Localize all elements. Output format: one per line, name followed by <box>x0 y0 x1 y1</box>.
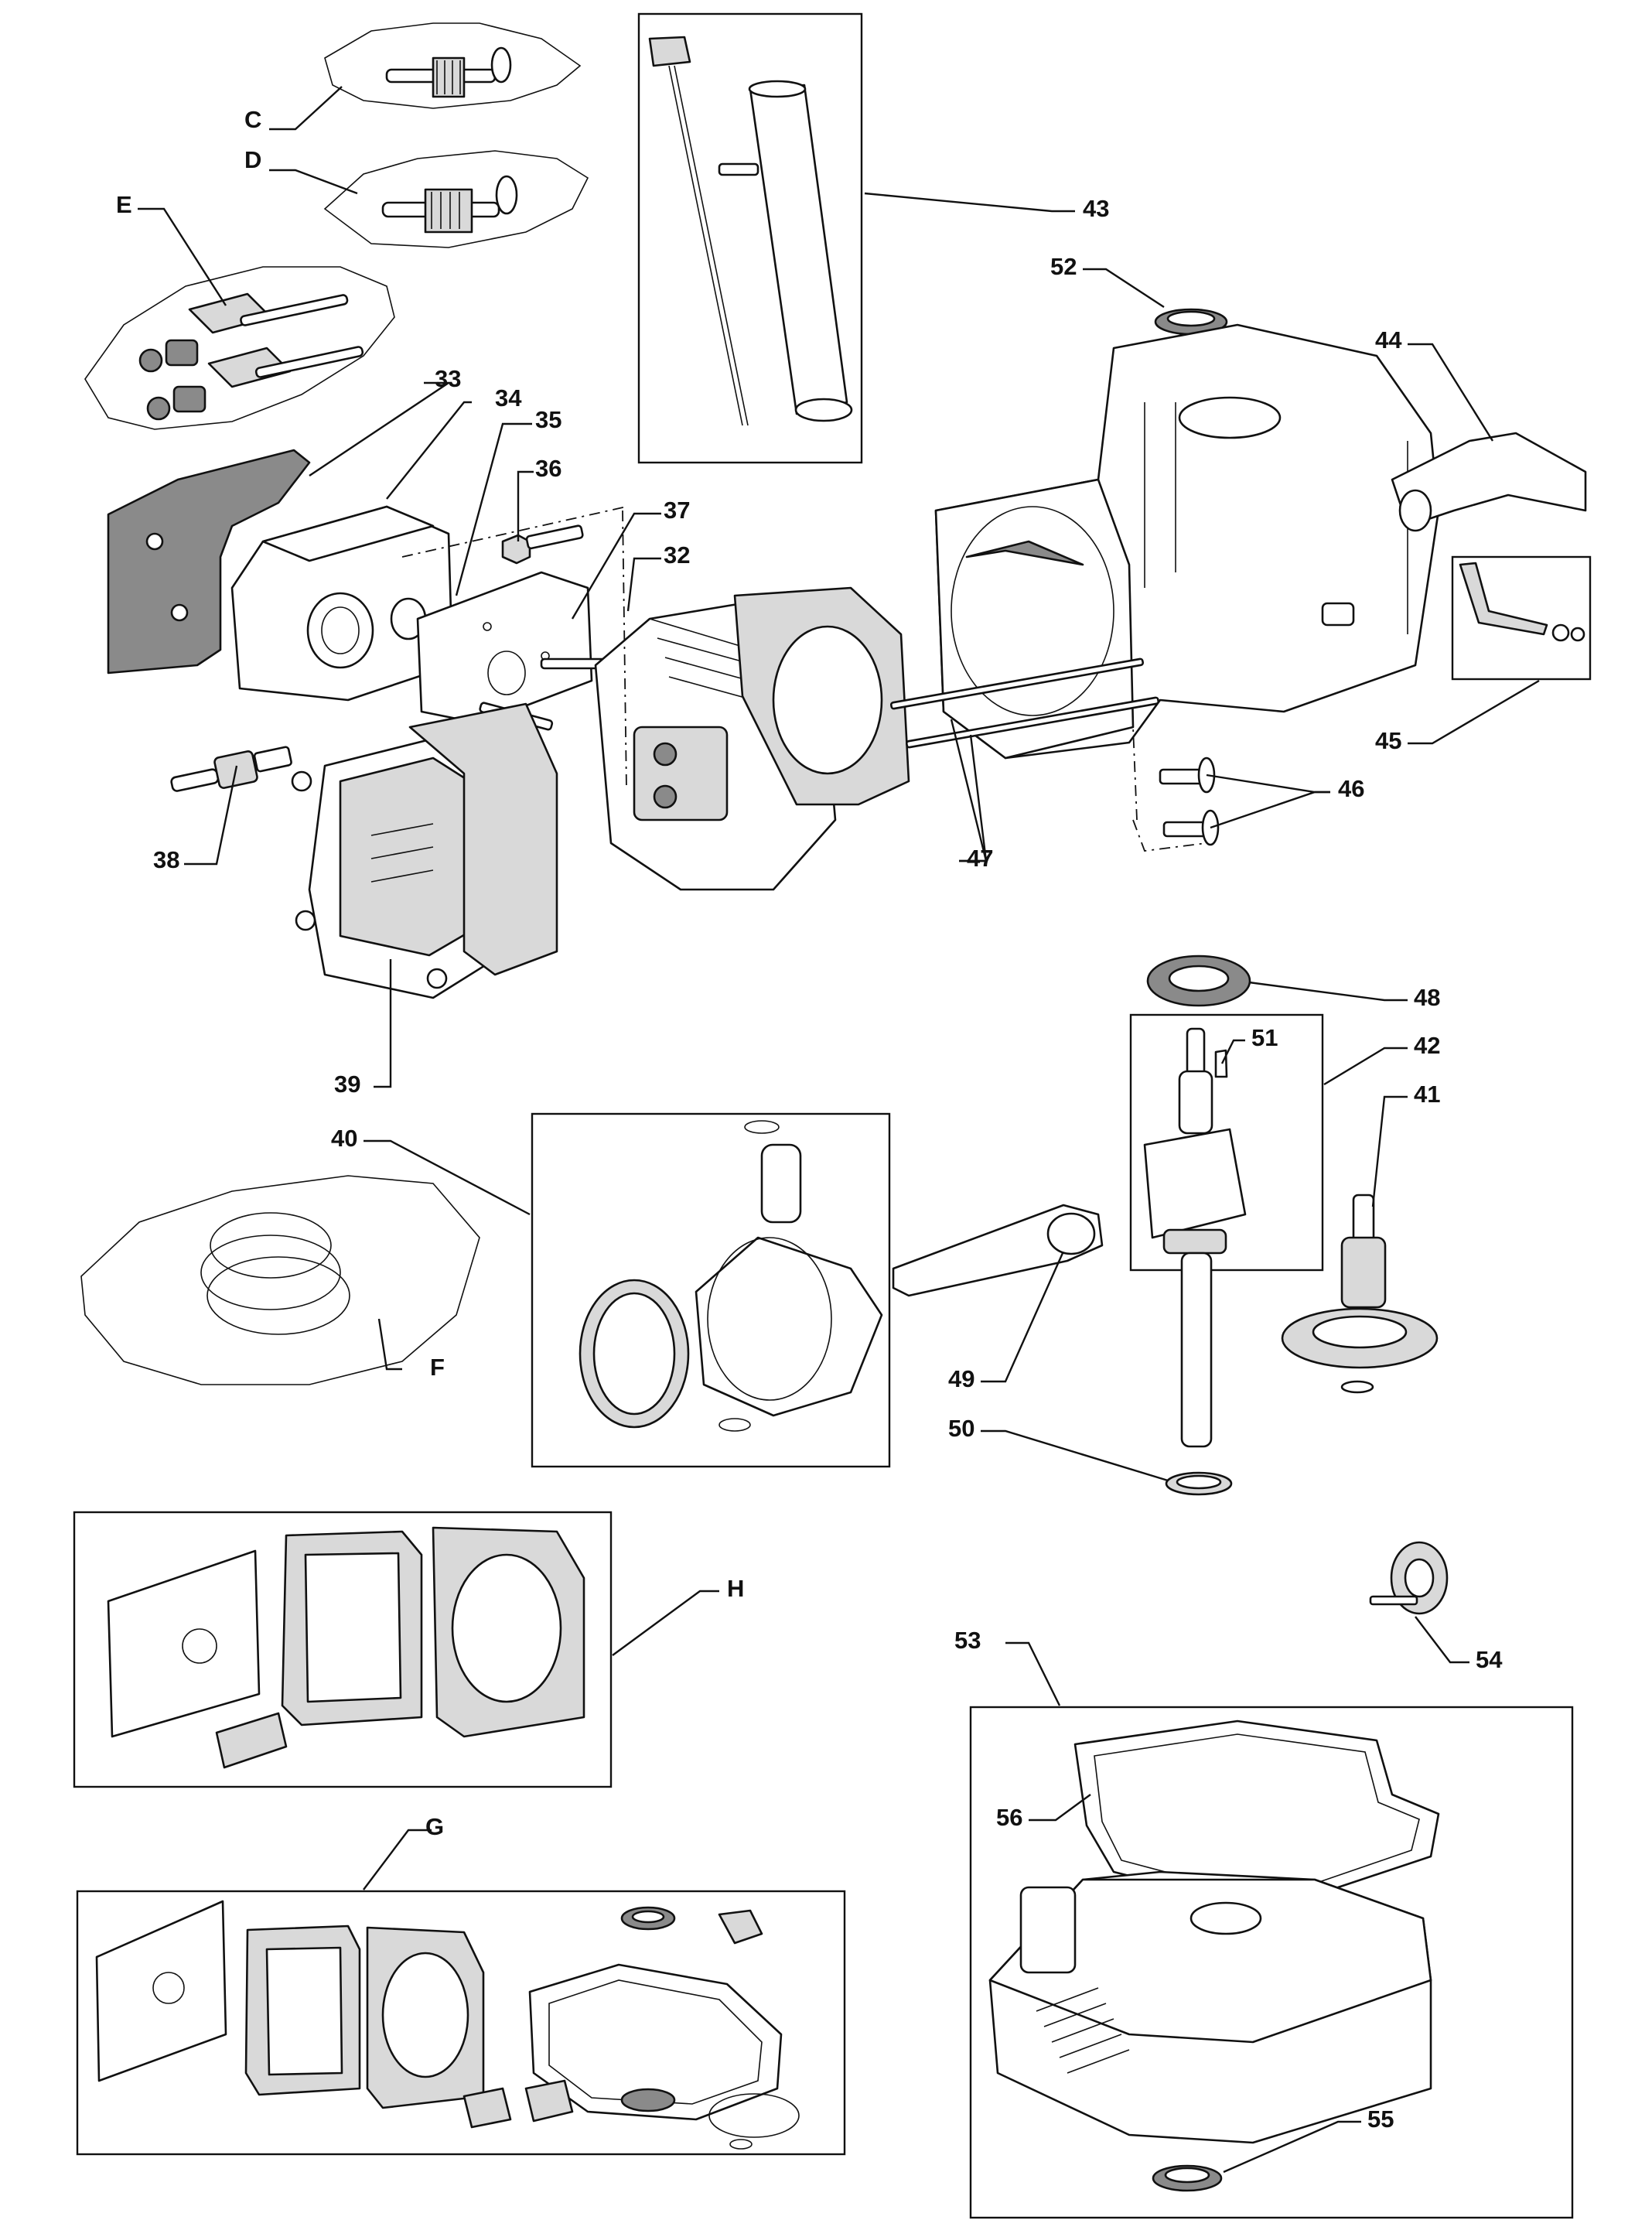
callout-39: 39 <box>334 1071 360 1098</box>
box-crankshaft-42 <box>1129 1013 1324 1272</box>
part-rocker-arms-e <box>84 266 395 430</box>
callout-50: 50 <box>948 1415 974 1442</box>
part-governor-gear-54 <box>1369 1541 1449 1615</box>
callout-f: F <box>430 1354 445 1381</box>
callout-47: 47 <box>967 845 993 872</box>
part-bearing-48 <box>1146 955 1251 1007</box>
part-gasket-set-g <box>95 1900 800 2150</box>
part-governor-45 <box>1459 562 1585 642</box>
part-seal-55 <box>1152 2164 1223 2192</box>
callout-55: 55 <box>1367 2106 1394 2133</box>
callout-51: 51 <box>1251 1024 1278 1051</box>
part-conrod-49 <box>892 1204 1104 1297</box>
callout-56: 56 <box>996 1804 1022 1831</box>
part-head-bolts-47 <box>889 657 1160 749</box>
leader-lines <box>138 86 1540 2174</box>
part-head-gasket <box>733 586 910 806</box>
callout-52: 52 <box>1050 253 1077 280</box>
part-dipstick-43 <box>648 36 853 426</box>
part-valve-cover-gasket <box>408 702 558 976</box>
box-dipstick-43 <box>637 12 863 464</box>
callout-46: 46 <box>1338 775 1364 802</box>
callout-44: 44 <box>1375 326 1402 353</box>
callout-49: 49 <box>948 1365 974 1392</box>
part-crankcase-cover-53 <box>988 1870 1432 2144</box>
callout-33: 33 <box>435 365 461 392</box>
part-valve-c <box>324 22 582 109</box>
part-piston-rings-f <box>80 1175 480 1385</box>
part-gasket-set-h <box>107 1526 585 1769</box>
callout-37: 37 <box>664 497 690 524</box>
part-crankcase-gasket-56 <box>1073 1720 1440 1901</box>
callout-35: 35 <box>535 406 561 433</box>
part-spark-plug-38 <box>170 746 292 792</box>
part-pins-46 <box>1159 756 1220 846</box>
box-gasket-set-g <box>76 1890 846 2156</box>
callout-41: 41 <box>1414 1081 1440 1108</box>
callout-53: 53 <box>954 1627 981 1654</box>
part-valve-cover-39 <box>291 732 497 999</box>
callout-42: 42 <box>1414 1032 1440 1059</box>
part-washer-50 <box>1165 1471 1233 1496</box>
part-heat-shield-33 <box>107 449 311 675</box>
callout-32: 32 <box>664 541 690 569</box>
part-breather-44 <box>1391 432 1587 532</box>
box-piston-kit <box>531 1112 891 1468</box>
part-crankcase-block <box>934 323 1440 760</box>
callout-38: 38 <box>153 846 179 873</box>
part-valve-d <box>323 150 589 248</box>
callout-e: E <box>116 191 132 218</box>
part-muffler-34 <box>230 505 454 702</box>
callout-45: 45 <box>1375 727 1401 754</box>
callout-labels: C D E 33 34 35 36 37 32 38 39 40 F 43 52… <box>116 106 1503 2133</box>
part-piston-kit <box>579 1120 883 1432</box>
part-key-51 <box>1214 1049 1228 1078</box>
callout-36: 36 <box>535 455 561 482</box>
callout-43: 43 <box>1083 195 1109 222</box>
callout-g: G <box>425 1813 444 1840</box>
callout-h: H <box>727 1575 744 1602</box>
box-gasket-set-h <box>73 1511 613 1788</box>
part-camshaft-41 <box>1281 1194 1439 1394</box>
callout-54: 54 <box>1476 1646 1503 1673</box>
box-crankcase-cover-53 <box>969 1706 1574 2219</box>
box-45 <box>1451 555 1592 681</box>
part-crankshaft-42 <box>1143 1027 1247 1448</box>
callout-c: C <box>244 106 261 133</box>
callout-40: 40 <box>331 1125 357 1152</box>
callout-34: 34 <box>495 384 522 412</box>
callout-d: D <box>244 146 261 173</box>
callout-48: 48 <box>1414 984 1440 1011</box>
part-bolt-36 <box>501 524 584 565</box>
alignment-lines <box>401 506 1207 852</box>
